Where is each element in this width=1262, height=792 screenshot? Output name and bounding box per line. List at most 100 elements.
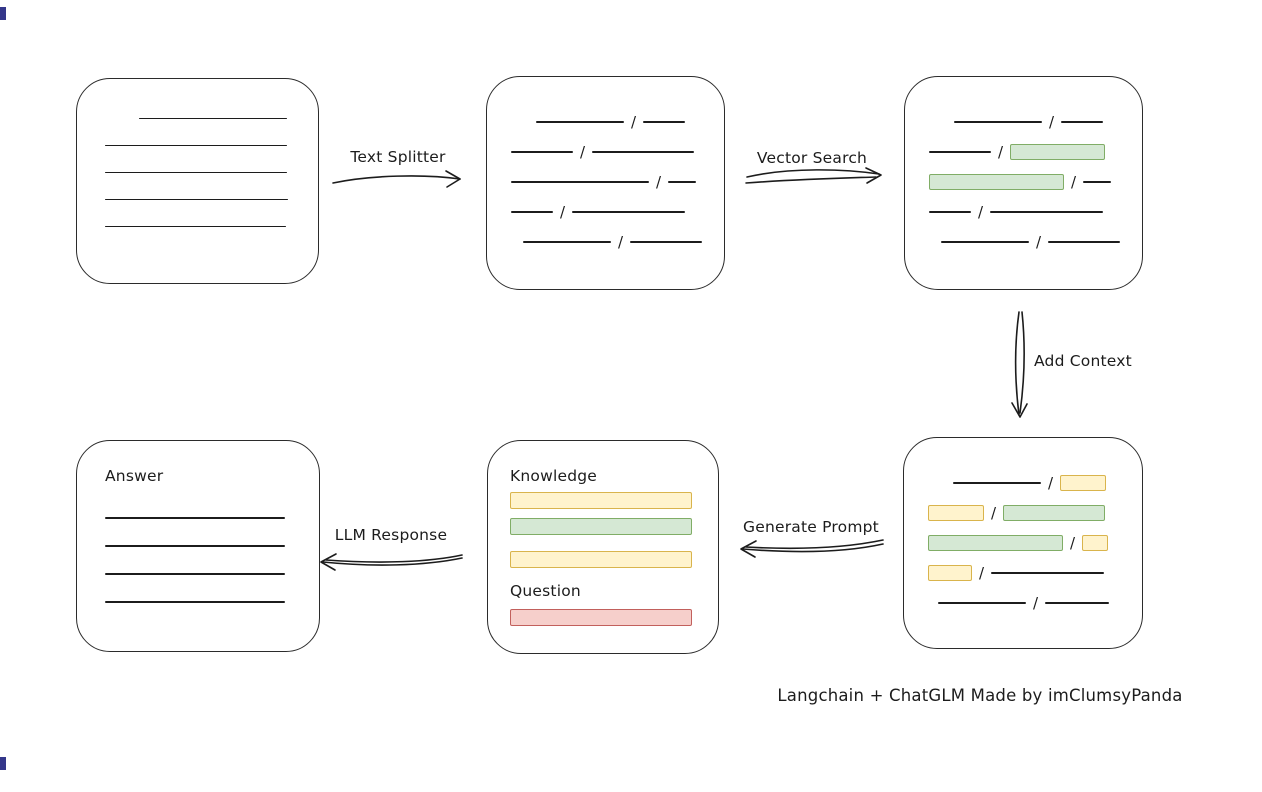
slash-separator: /: [656, 172, 662, 191]
yellow-highlight-chunk: [1060, 475, 1107, 491]
text-line: [592, 151, 695, 153]
segment-row: [105, 213, 318, 240]
slash-separator: /: [1071, 172, 1077, 191]
text-line: [105, 545, 285, 547]
text-line: [990, 211, 1104, 213]
segment-row: /: [929, 197, 1142, 227]
text-line: [105, 225, 286, 228]
yellow-highlight-chunk: [510, 551, 692, 568]
chunk-lines: / / / / /: [511, 107, 724, 257]
text-line: [105, 144, 287, 147]
segment-row: /: [928, 558, 1142, 588]
text-line: [572, 211, 686, 213]
question-bar: [510, 609, 718, 626]
text-line: [643, 121, 686, 123]
text-line: [105, 573, 285, 575]
question-label: Question: [510, 582, 581, 600]
knowledge-label: Knowledge: [510, 467, 598, 485]
slash-separator: /: [1070, 533, 1076, 552]
text-line: [630, 241, 703, 243]
text-line: [941, 241, 1029, 243]
text-line: [929, 211, 971, 213]
text-line: [1061, 121, 1104, 123]
segment-row: /: [511, 137, 724, 167]
text-line: [536, 121, 624, 123]
red-highlight-chunk: [510, 609, 692, 626]
yellow-highlight-chunk: [1082, 535, 1109, 551]
segment-row: /: [928, 528, 1142, 558]
text-line: [954, 121, 1042, 123]
text-line: [105, 601, 285, 603]
segment-row: [105, 532, 319, 560]
answer-label: Answer: [105, 467, 164, 485]
segment-row: /: [511, 197, 724, 227]
segment-row: [105, 560, 319, 588]
slash-separator: /: [1033, 593, 1039, 612]
text-line: [511, 151, 573, 153]
text-line: [1048, 241, 1121, 243]
segment-row: [105, 186, 318, 213]
text-splitter-arrow: [332, 170, 461, 188]
text-line: [938, 602, 1026, 604]
slash-separator: /: [979, 563, 985, 582]
segment-row: /: [929, 107, 1142, 137]
llm-response-arrow: [320, 553, 463, 571]
llm-response-label: LLM Response: [334, 526, 448, 544]
context-chunks-box: / / / / /: [903, 437, 1143, 649]
text-splitter-label: Text Splitter: [350, 148, 446, 166]
text-line: [1045, 602, 1110, 604]
green-highlight-chunk: [510, 518, 692, 535]
text-line: [991, 572, 1105, 574]
text-line: [139, 117, 287, 120]
segment-row: [105, 132, 318, 159]
source-document-box: [76, 78, 319, 284]
knowledge-bars: [510, 492, 718, 568]
slash-separator: /: [1036, 232, 1042, 251]
split-chunks-box: / / / / /: [486, 76, 725, 290]
vector-search-label: Vector Search: [756, 149, 868, 167]
add-context-label: Add Context: [1034, 352, 1132, 370]
segment-row: /: [511, 167, 724, 197]
prompt-box: Knowledge Question: [487, 440, 719, 654]
segment-row: /: [928, 468, 1142, 498]
segment-row: /: [511, 227, 724, 257]
text-line: [929, 151, 991, 153]
vector-search-arrow: [745, 167, 882, 184]
text-line: [1083, 181, 1112, 183]
slash-separator: /: [580, 142, 586, 161]
yellow-highlight-chunk: [510, 492, 692, 509]
text-line: [105, 517, 285, 519]
green-highlight-chunk: [929, 174, 1064, 190]
generate-prompt-label: Generate Prompt: [743, 518, 879, 536]
segment-row: /: [928, 588, 1142, 618]
segment-row: [105, 588, 319, 616]
slash-separator: /: [991, 503, 997, 522]
slash-separator: /: [1048, 473, 1054, 492]
slash-separator: /: [618, 232, 624, 251]
answer-lines: [105, 504, 319, 616]
segment-row: [510, 551, 718, 568]
segment-row: [510, 609, 718, 626]
segment-row: /: [929, 227, 1142, 257]
segment-row: [510, 518, 718, 535]
slash-separator: /: [560, 202, 566, 221]
text-line: [105, 198, 288, 201]
segment-row: [105, 504, 319, 532]
segment-row: /: [929, 167, 1142, 197]
answer-box: Answer: [76, 440, 320, 652]
diagram-caption: Langchain + ChatGLM Made by imClumsyPand…: [777, 686, 1183, 705]
text-line: [953, 482, 1041, 484]
slash-separator: /: [631, 112, 637, 131]
add-context-arrow: [1011, 311, 1028, 418]
slash-separator: /: [978, 202, 984, 221]
screen-edge-artifact-bottom: [0, 757, 6, 770]
generate-prompt-arrow: [740, 539, 884, 558]
segment-row: [105, 105, 318, 132]
text-line: [523, 241, 611, 243]
green-highlight-chunk: [928, 535, 1063, 551]
text-line: [105, 171, 287, 174]
context-chunk-lines: / / / / /: [928, 468, 1142, 618]
slash-separator: /: [998, 142, 1004, 161]
yellow-highlight-chunk: [928, 505, 984, 521]
